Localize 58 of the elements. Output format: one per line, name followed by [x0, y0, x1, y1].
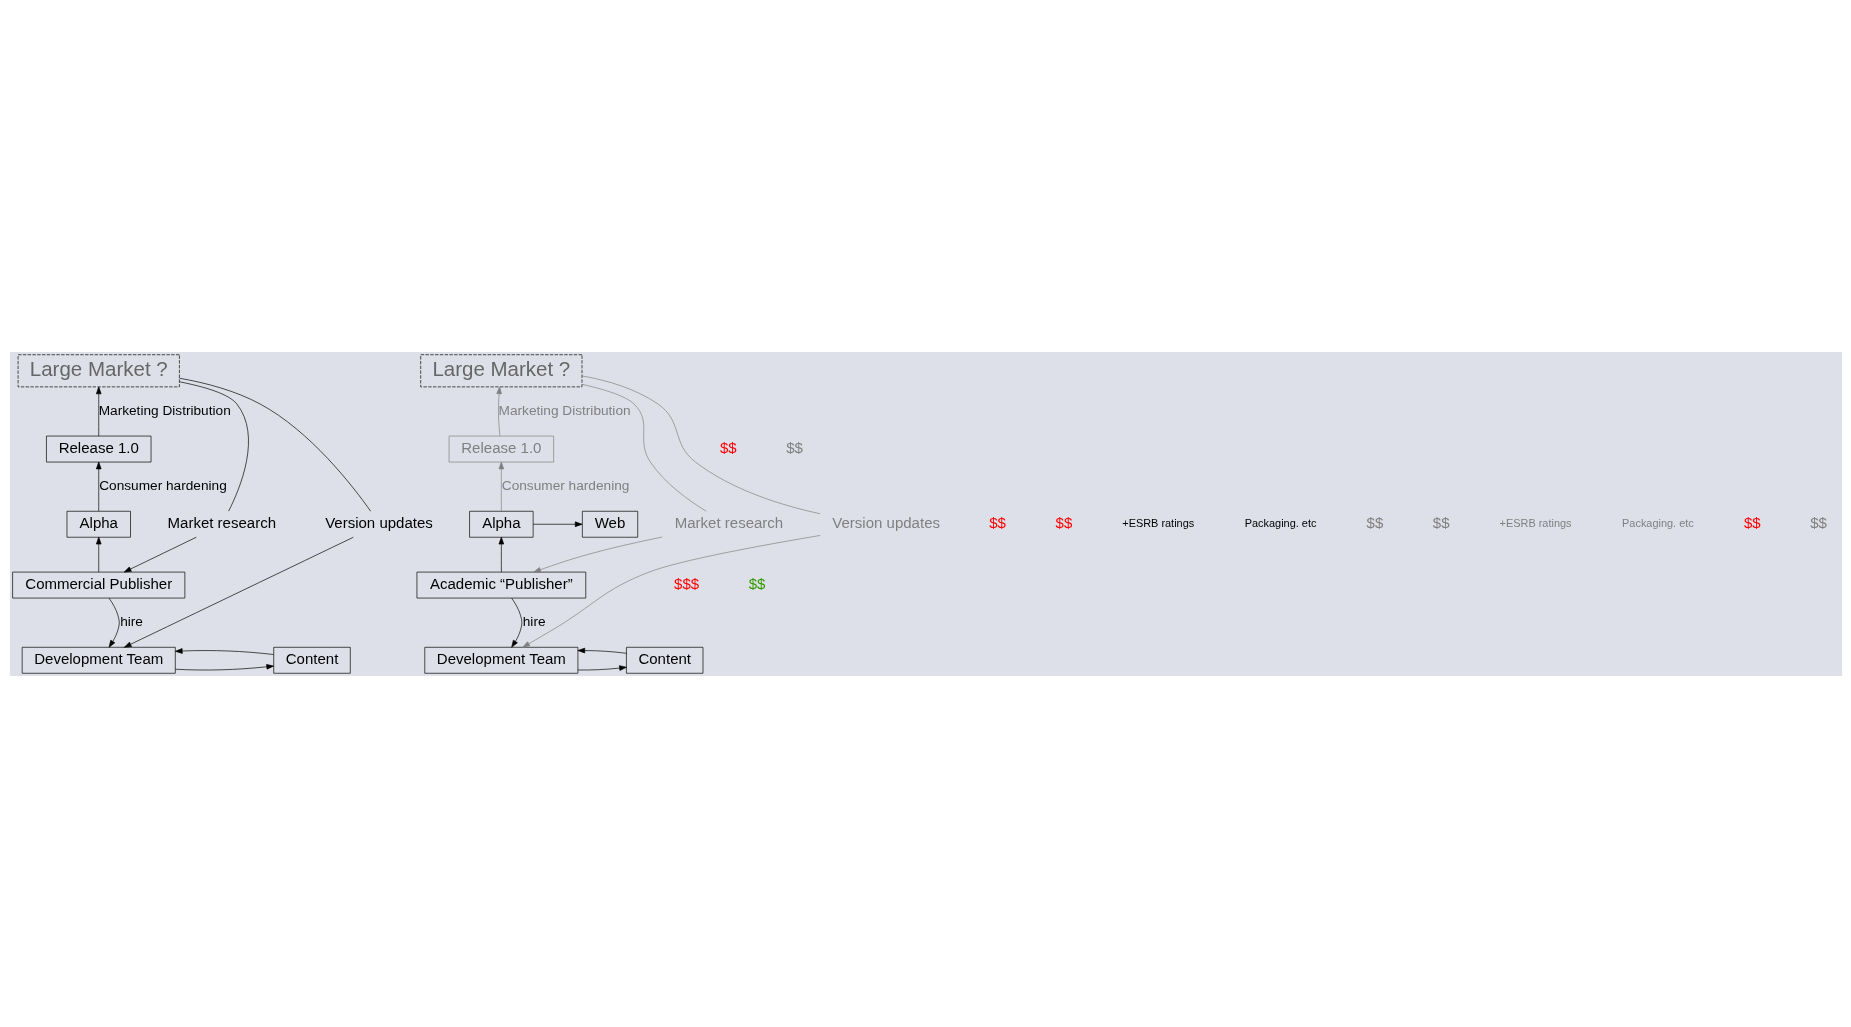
edge-label: Marketing Distribution	[98, 402, 231, 418]
label: Packaging. etc	[1621, 516, 1694, 529]
arrow	[498, 461, 504, 511]
node-box: Academic “Publisher”	[416, 571, 586, 598]
arrow	[123, 536, 354, 648]
node-box: Large Market ?	[419, 353, 582, 387]
arrow	[532, 536, 663, 572]
arrow	[532, 521, 582, 527]
connector	[581, 383, 707, 512]
connector	[178, 377, 371, 512]
connector	[178, 380, 249, 511]
edge-label: hire	[522, 613, 546, 629]
node-box: Web	[581, 510, 638, 538]
arrow	[498, 536, 504, 572]
label: $$	[988, 513, 1006, 531]
node-box: Development Team	[21, 646, 176, 674]
edge-label: hire	[119, 613, 143, 629]
node-box: Content	[272, 646, 351, 674]
node-text: Version updates	[324, 513, 433, 531]
edge-label: Consumer hardening	[501, 477, 629, 493]
edge-label: Consumer hardening	[98, 477, 227, 493]
node-text: Market research	[674, 513, 783, 531]
label: $$	[1809, 513, 1827, 531]
arrow	[95, 536, 101, 572]
label: +ESRB ratings	[1121, 516, 1194, 529]
label: Packaging. etc	[1244, 516, 1316, 529]
arrow	[577, 664, 627, 671]
node-box: Release 1.0	[448, 435, 554, 462]
node-text: Version updates	[831, 513, 940, 531]
label: +ESRB ratings	[1499, 516, 1572, 529]
label: $$$	[673, 574, 699, 592]
label: $$	[719, 438, 737, 456]
arrow	[510, 597, 522, 648]
arrow	[95, 461, 101, 511]
node-box: Development Team	[423, 646, 578, 674]
arrow	[108, 597, 120, 648]
arrow	[95, 386, 101, 436]
arrow	[174, 663, 274, 670]
arrow	[577, 647, 627, 654]
arrow	[521, 534, 820, 648]
node-box: Large Market ?	[17, 353, 180, 387]
label: $$	[1366, 513, 1383, 531]
node-text: Market research	[167, 513, 276, 531]
node-box: Commercial Publisher	[11, 571, 185, 598]
arrow	[123, 536, 197, 572]
label: $$	[1055, 513, 1072, 531]
label: $$	[748, 574, 765, 592]
node-box: Alpha	[66, 510, 131, 538]
arrow	[495, 386, 502, 436]
label: $$	[1432, 513, 1450, 531]
node-box: Alpha	[468, 510, 533, 538]
label: $$	[1743, 513, 1761, 531]
arrow	[174, 647, 274, 655]
node-box: Release 1.0	[45, 435, 151, 462]
node-box: Content	[625, 646, 703, 674]
label: $$	[785, 438, 803, 456]
connector	[581, 375, 820, 514]
edge-label: Marketing Distribution	[498, 402, 631, 418]
